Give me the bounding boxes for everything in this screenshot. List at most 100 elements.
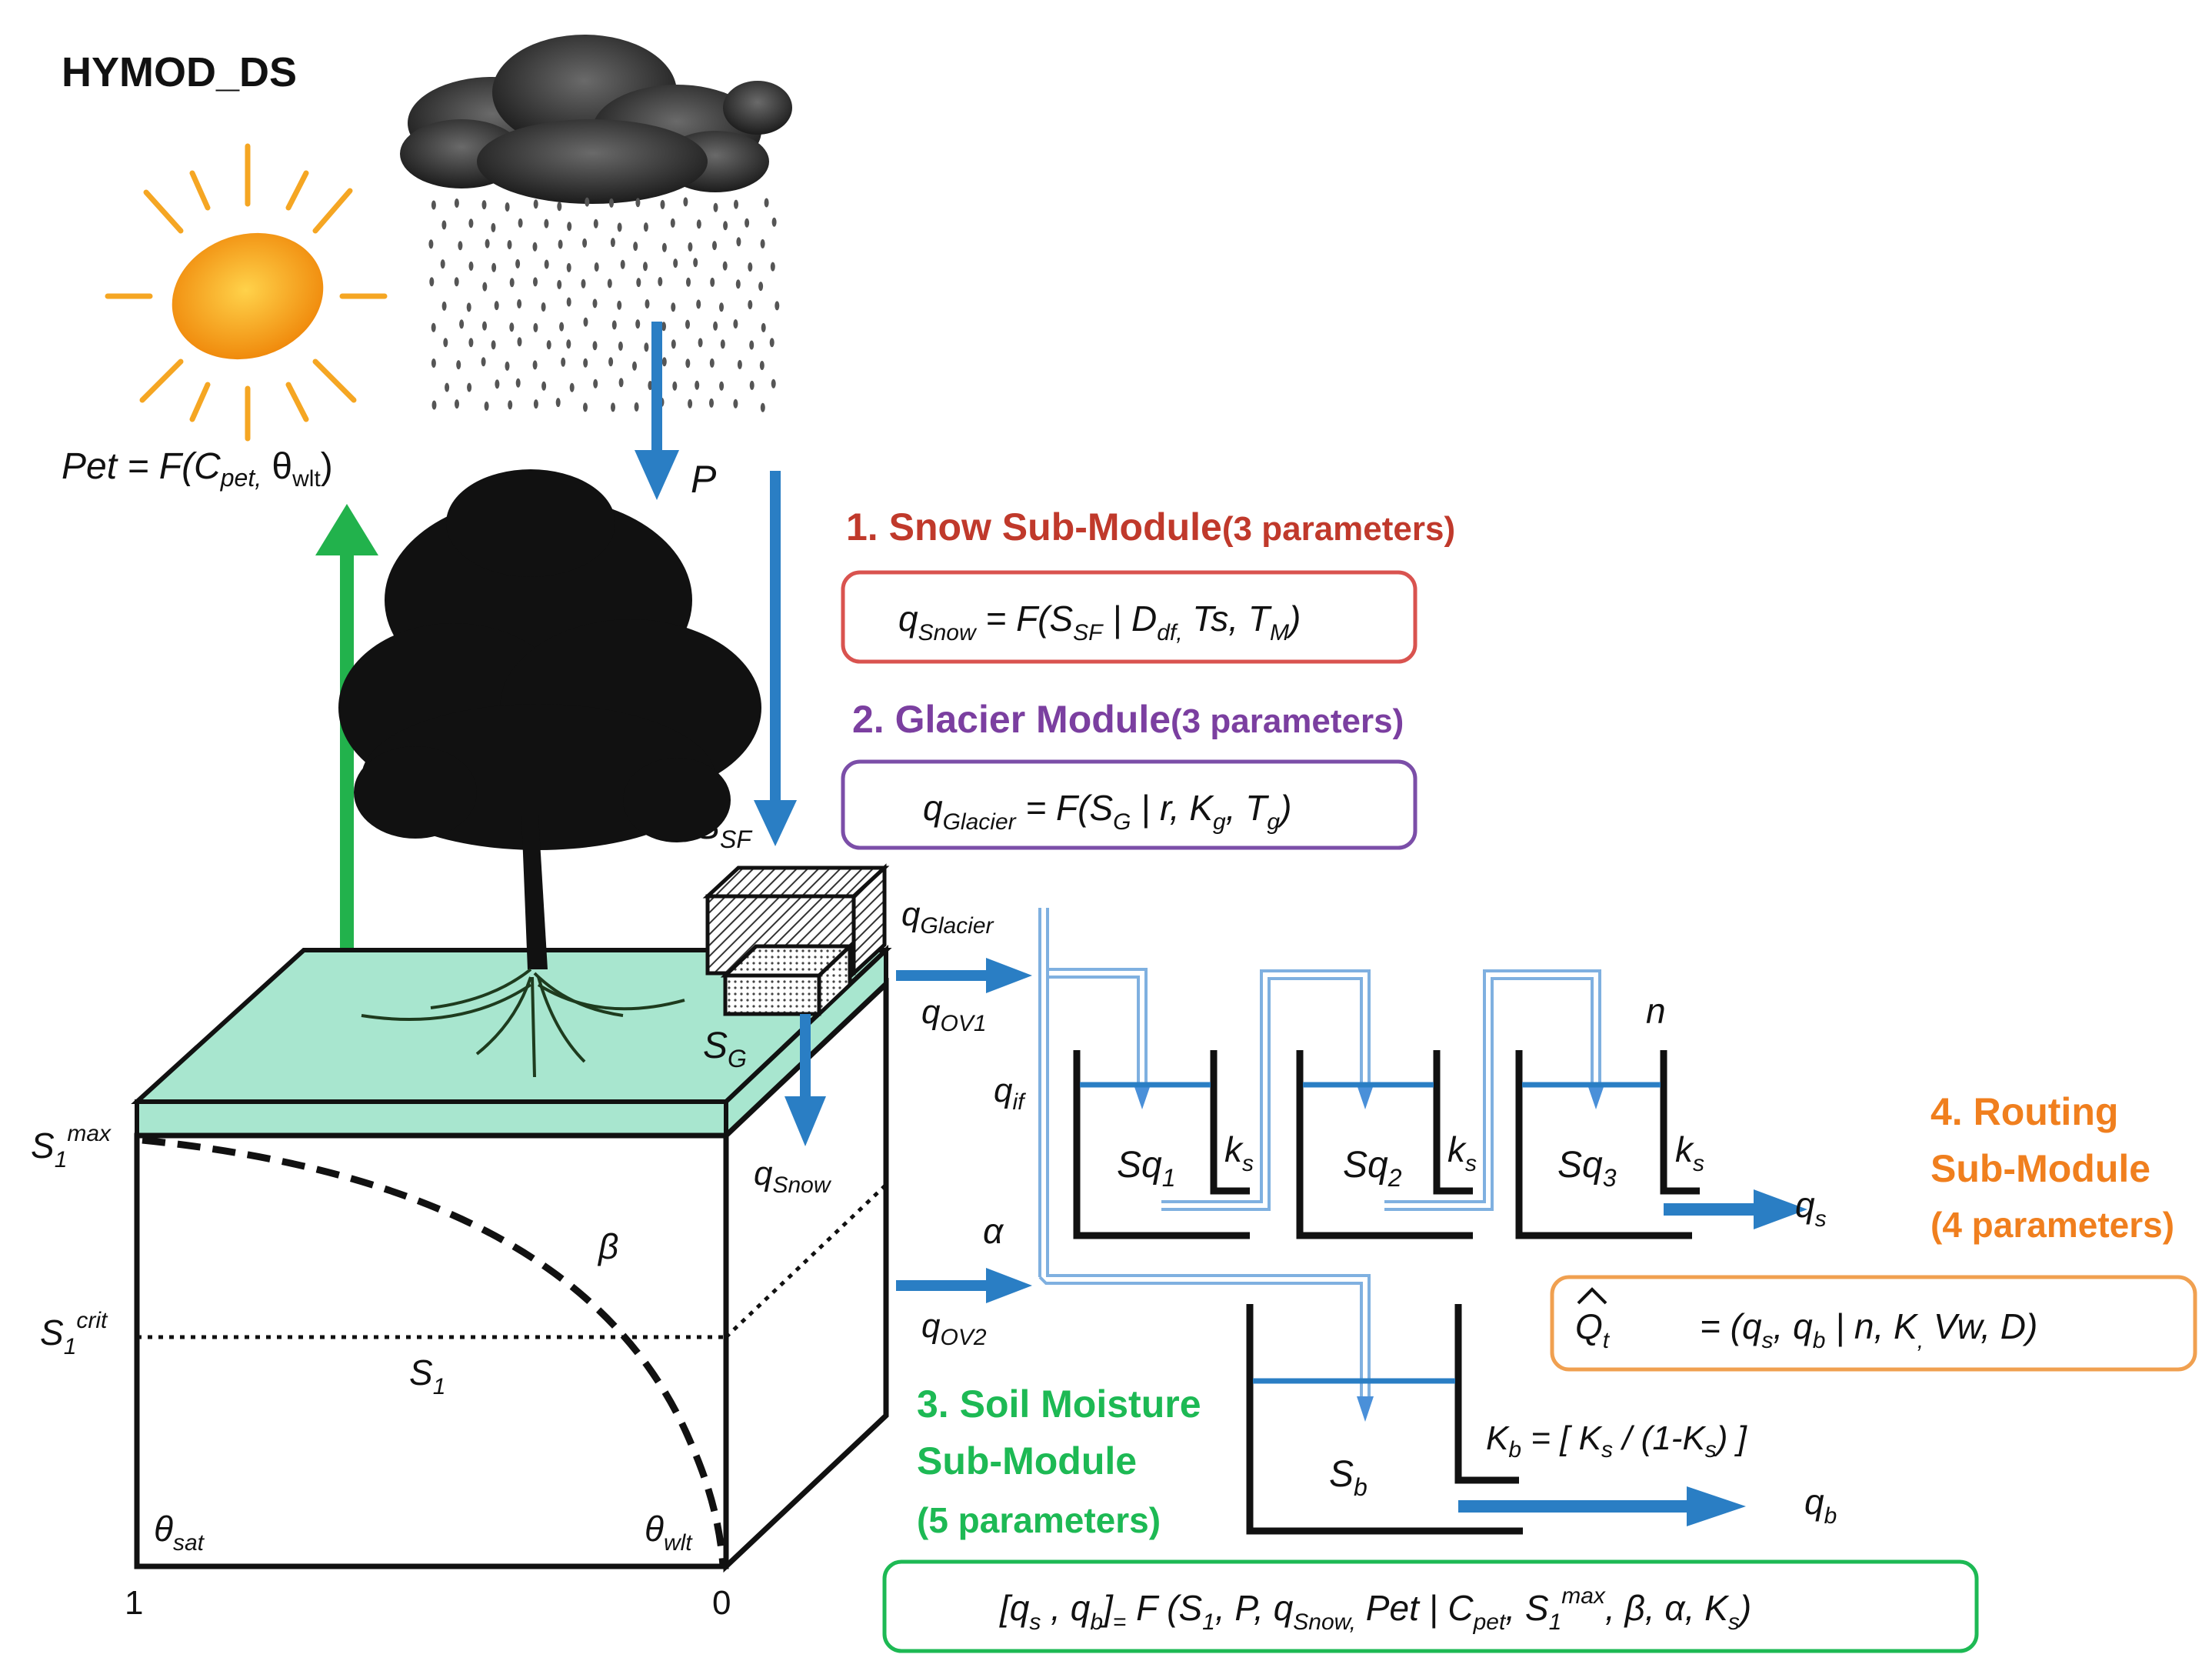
routing-pipe-arrowheads — [1134, 1085, 1604, 1422]
rain-drop — [620, 259, 625, 269]
tree-icon — [338, 469, 761, 1078]
rain-drop — [661, 242, 667, 252]
rain-drop — [546, 340, 551, 350]
rain-drop — [532, 242, 538, 252]
rain-drop — [635, 198, 641, 208]
rain-drop — [555, 398, 561, 408]
rain-drop — [518, 218, 523, 228]
rain-drop — [771, 379, 776, 389]
reservoir-water-levels — [1080, 1082, 1661, 1384]
rain-drop — [533, 199, 538, 209]
ks-label-2: ks — [1447, 1129, 1477, 1176]
rain-drop — [569, 382, 575, 392]
soil-module-title-1: 3. Soil Moisture — [917, 1382, 1201, 1426]
routing-module-params: (4 parameters) — [1931, 1205, 2174, 1245]
rain-drop — [582, 238, 588, 248]
rain-drop — [581, 278, 586, 289]
rain-drop — [632, 361, 637, 371]
rain-drop — [770, 262, 775, 272]
routing-module-title-1: 4. Routing — [1931, 1090, 2118, 1133]
rain-drop — [509, 322, 515, 332]
rain-drop — [610, 238, 615, 248]
q-hat-icon — [1577, 1287, 1607, 1305]
q-snow-label: qSnow — [754, 1155, 832, 1198]
rain-drop — [698, 338, 703, 348]
ks-label-3: ks — [1675, 1129, 1704, 1176]
routing-equation: Qt= (qs, qb | n, K, Vw, D) — [1575, 1306, 2037, 1353]
rain-drop — [771, 217, 777, 227]
rain-drop — [544, 218, 549, 228]
rain-drop — [467, 382, 472, 392]
rain-drop — [559, 322, 565, 332]
q-glacier-label: qGlacier — [901, 896, 994, 939]
rain-drop — [455, 399, 459, 409]
rain-drop — [445, 382, 450, 392]
rain-drop — [712, 241, 717, 251]
rain-drop — [481, 357, 486, 367]
rain-drop — [775, 301, 780, 311]
rain-drop — [533, 322, 538, 332]
rain-drop — [441, 220, 447, 230]
rain-drop — [428, 239, 434, 249]
rain-drop — [566, 262, 571, 272]
rain-drop — [672, 381, 678, 391]
sq2-label: Sq2 — [1343, 1145, 1402, 1192]
rain-drop — [592, 341, 598, 351]
routing-pipes — [1038, 908, 1601, 1400]
s1-crit-label: S1crit — [40, 1308, 108, 1359]
soil-equation: [qs , qb]= F (S1, P, qSnow, Pet | Cpet, … — [999, 1583, 1751, 1635]
rain-drop — [733, 319, 738, 329]
s1-max-label: S1max — [31, 1121, 112, 1172]
rain-drop — [485, 238, 490, 248]
sq3-label: Sq3 — [1557, 1145, 1617, 1192]
rain-drop — [607, 278, 612, 289]
theta-wlt-label: θwlt — [645, 1509, 693, 1556]
rain-drop — [440, 259, 445, 269]
rain-drop — [719, 381, 725, 391]
n-label: n — [1646, 991, 1666, 1031]
rain-drop — [611, 320, 617, 330]
rain-drop — [617, 222, 622, 232]
rain-drop — [458, 241, 463, 251]
rain-drop — [491, 262, 497, 272]
rain-drop — [484, 401, 489, 411]
rain-drop — [735, 279, 741, 289]
rain-drop — [696, 299, 701, 309]
rain-drop — [696, 219, 701, 229]
rain-drop — [673, 258, 678, 268]
rain-drop — [709, 398, 714, 408]
glacier-equation-box — [841, 759, 1417, 850]
rain-drop — [693, 258, 698, 268]
rain-drop — [618, 378, 624, 388]
rain-drop — [737, 359, 742, 369]
rain-drop — [507, 240, 512, 249]
rain-drop — [566, 339, 571, 349]
q-ov1-label: qOV1 — [921, 993, 987, 1036]
rain-drop — [517, 299, 522, 309]
rain-drop — [533, 399, 538, 409]
qb-arrow — [1458, 1486, 1746, 1526]
rain-drop — [611, 402, 615, 412]
rain-drop — [494, 301, 499, 311]
rain-drop — [532, 360, 538, 370]
snow-block — [720, 942, 855, 1019]
rain-drop — [491, 222, 496, 232]
rain-drop — [720, 339, 725, 349]
rain-drop — [533, 277, 538, 287]
q-ov2-arrow — [896, 1268, 1032, 1303]
q-if-label: qif — [994, 1072, 1026, 1115]
rain-drop — [454, 198, 459, 208]
rain-drop — [459, 319, 465, 329]
rain-drop — [769, 338, 775, 348]
rain-drop — [593, 379, 598, 389]
rain-drop — [468, 261, 474, 271]
qb-label: qb — [1804, 1482, 1837, 1529]
rain-drop — [685, 359, 691, 369]
rain-drop — [608, 357, 614, 367]
sb-label: Sb — [1329, 1454, 1368, 1501]
glacier-module-title: 2. Glacier Module(3 parameters) — [852, 698, 1404, 741]
rain-drop — [515, 258, 521, 268]
precipitation-arrow — [635, 322, 679, 500]
rain-drop — [544, 259, 549, 269]
